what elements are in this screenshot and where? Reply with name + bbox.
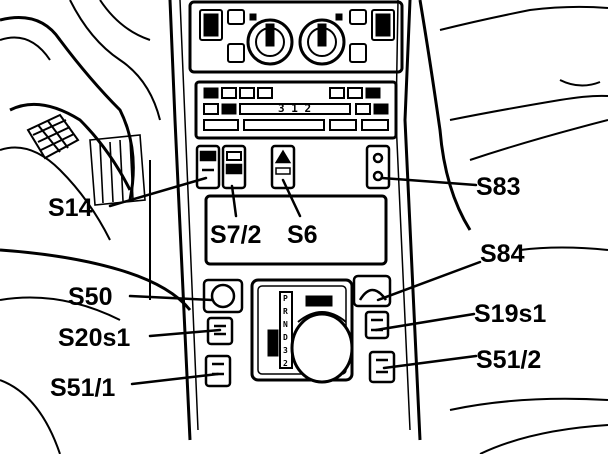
right-trim (418, 0, 608, 455)
label-s6: S6 (287, 221, 318, 249)
leader-s84 (376, 260, 482, 302)
label-s51-2: S51/2 (476, 346, 541, 374)
hazard-switch (270, 144, 296, 190)
leader-s50 (128, 294, 214, 302)
leader-s19s1 (374, 312, 476, 332)
label-s19s1: S19s1 (474, 300, 546, 328)
leader-s14 (108, 176, 208, 208)
pedal-hatch (26, 113, 80, 160)
leader-s83 (380, 176, 478, 187)
leader-s6 (281, 178, 302, 218)
climate-panel (188, 0, 404, 74)
gear-label-d: D (283, 333, 288, 342)
gear-label-r: R (283, 307, 288, 316)
callout-labels: S14 S7/2 S6 S83 S84 S50 S20s1 S19s1 S51/… (48, 173, 546, 402)
gear-label-3: 3 (283, 346, 288, 355)
left-dashboard (0, 0, 192, 455)
leader-s51-2 (382, 354, 478, 370)
lower-switches (202, 274, 396, 388)
leader-s20s1 (148, 328, 222, 338)
label-s14: S14 (48, 194, 93, 222)
label-s84: S84 (480, 240, 525, 268)
label-s7-2: S7/2 (210, 221, 261, 249)
label-s50: S50 (68, 283, 112, 311)
gear-label-p: P (283, 294, 288, 303)
leader-s7-2 (230, 184, 238, 218)
s83-switch (365, 144, 391, 190)
leader-lines (108, 176, 482, 386)
vent-grille (89, 134, 146, 206)
label-s83: S83 (476, 173, 520, 201)
gear-knob (290, 312, 354, 384)
label-s20s1: S20s1 (58, 324, 130, 352)
switch-row (195, 144, 391, 190)
storage-tray (204, 194, 388, 266)
gear-label-2: 2 (283, 359, 288, 368)
radio-unit: 3 1 2 (194, 80, 398, 140)
label-s51-1: S51/1 (50, 374, 115, 402)
gear-position-labels: P R N D 3 2 (283, 294, 288, 368)
gear-label-n: N (283, 320, 288, 329)
radio-display: 3 1 2 (278, 102, 311, 115)
leader-s51-1 (130, 372, 220, 386)
gear-selector (250, 278, 354, 384)
